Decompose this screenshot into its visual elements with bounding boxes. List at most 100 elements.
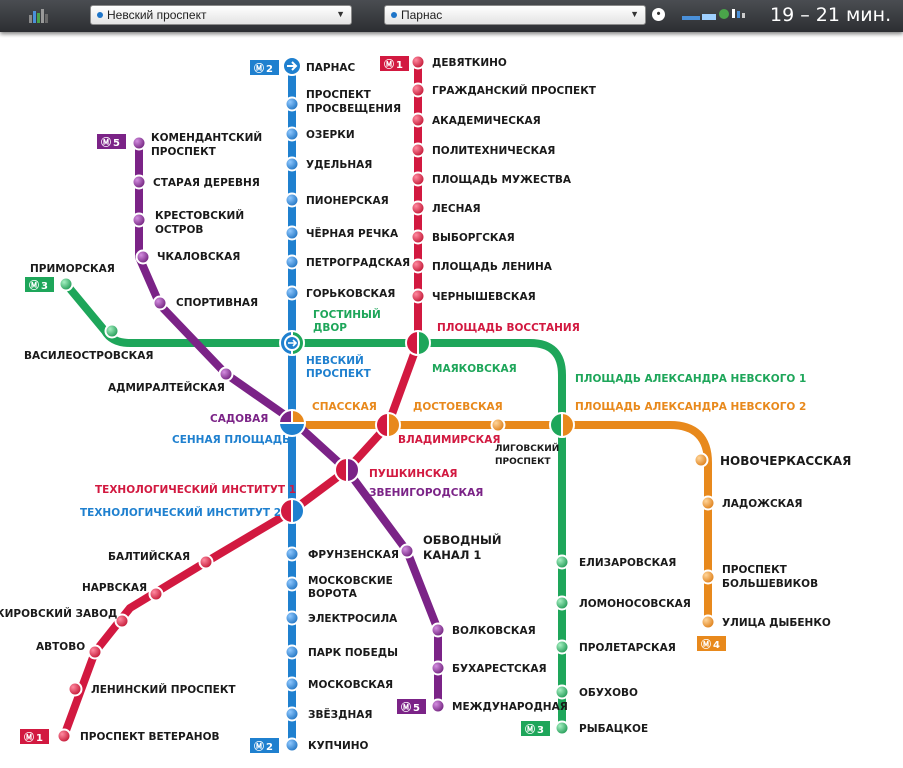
station-dot[interactable] bbox=[554, 720, 570, 736]
station-dot[interactable] bbox=[284, 96, 300, 112]
station-label[interactable]: ТЕХНОЛОГИЧЕСКИЙ ИНСТИТУТ 1 bbox=[95, 483, 296, 496]
station-label[interactable]: ЕЛИЗАРОВСКАЯ bbox=[579, 557, 676, 569]
station-label[interactable]: ПУШКИНСКАЯ bbox=[369, 468, 458, 480]
station-label[interactable]: СТАРАЯ ДЕРЕВНЯ bbox=[153, 177, 260, 189]
station-dot[interactable] bbox=[410, 171, 426, 187]
station-label[interactable]: СПАССКАЯ bbox=[312, 401, 377, 413]
station-label[interactable]: ПАРНАС bbox=[306, 62, 356, 74]
station-dot[interactable] bbox=[284, 706, 300, 722]
station-label[interactable]: ГОРЬКОВСКАЯ bbox=[306, 288, 395, 300]
station-label[interactable]: ГОСТИНЫЙ bbox=[313, 308, 381, 321]
station-label[interactable]: ЧЕРНЫШЕВСКАЯ bbox=[432, 291, 536, 303]
hub-vladimirskaya-dostoevskaya[interactable] bbox=[375, 411, 401, 439]
station-dot[interactable] bbox=[430, 660, 446, 676]
station-label[interactable]: ЭЛЕКТРОСИЛА bbox=[308, 613, 398, 625]
station-label[interactable]: ОСТРОВ bbox=[155, 224, 203, 236]
station-label[interactable]: МАЯКОВСКАЯ bbox=[432, 363, 517, 375]
station-label[interactable]: КУПЧИНО bbox=[308, 740, 369, 752]
station-dot[interactable] bbox=[410, 54, 426, 70]
station-label[interactable]: ОБУХОВО bbox=[579, 687, 638, 699]
station-label[interactable]: АКАДЕМИЧЕСКАЯ bbox=[432, 115, 541, 127]
station-label[interactable]: ЛЕСНАЯ bbox=[432, 203, 481, 215]
station-label[interactable]: ПЛОЩАДЬ АЛЕКСАНДРА НЕВСКОГО 1 bbox=[575, 373, 806, 385]
station-dot[interactable] bbox=[554, 639, 570, 655]
station-dot[interactable] bbox=[148, 586, 164, 602]
station-label[interactable]: ПРОЛЕТАРСКАЯ bbox=[579, 642, 676, 654]
station-dot[interactable] bbox=[131, 135, 147, 151]
station-dot[interactable] bbox=[56, 728, 72, 744]
station-label[interactable]: ДЕВЯТКИНО bbox=[432, 57, 507, 69]
station-label[interactable]: ЛИГОВСКИЙ bbox=[495, 442, 559, 454]
station-dot[interactable] bbox=[410, 82, 426, 98]
station-label[interactable]: ПРИМОРСКАЯ bbox=[30, 263, 115, 275]
station-label[interactable]: УЛИЦА ДЫБЕНКО bbox=[722, 617, 831, 629]
station-dot[interactable] bbox=[284, 126, 300, 142]
station-label[interactable]: СПОРТИВНАЯ bbox=[176, 297, 258, 309]
hub-pushkinskaya-zvenigorodskaya[interactable] bbox=[334, 456, 360, 484]
station-label[interactable]: ПЕТРОГРАДСКАЯ bbox=[306, 257, 410, 269]
station-label[interactable]: ОЗЕРКИ bbox=[306, 129, 355, 141]
station-label[interactable]: АВТОВО bbox=[36, 641, 85, 653]
station-dot[interactable] bbox=[131, 212, 147, 228]
station-dot[interactable] bbox=[554, 684, 570, 700]
station-dot[interactable] bbox=[284, 254, 300, 270]
station-label[interactable]: ПЛОЩАДЬ ВОССТАНИЯ bbox=[437, 322, 580, 334]
station-label[interactable]: ЗВЁЗДНАЯ bbox=[308, 707, 372, 721]
hub-gostiny-nevsky[interactable] bbox=[279, 329, 305, 357]
hub-aleksandra-nevskogo[interactable] bbox=[549, 411, 575, 439]
station-dot[interactable] bbox=[700, 569, 716, 585]
from-station-select[interactable]: Невский проспект ▼ bbox=[90, 5, 352, 25]
station-dot[interactable] bbox=[430, 698, 446, 714]
parnas-start-marker[interactable] bbox=[282, 56, 302, 76]
station-label[interactable]: ПРОСПЕКТ bbox=[306, 368, 372, 380]
station-label[interactable]: НАРВСКАЯ bbox=[82, 582, 147, 594]
station-dot[interactable] bbox=[67, 681, 83, 697]
station-dot[interactable] bbox=[135, 249, 151, 265]
station-label[interactable]: КИРОВСКИЙ ЗАВОД bbox=[0, 607, 117, 620]
station-label[interactable]: МЕЖДУНАРОДНАЯ bbox=[452, 701, 568, 713]
station-label[interactable]: НОВОЧЕРКАССКАЯ bbox=[720, 454, 851, 468]
station-label[interactable]: ЛЕНИНСКИЙ ПРОСПЕКТ bbox=[91, 683, 236, 696]
station-dot[interactable] bbox=[131, 174, 147, 190]
station-label[interactable]: ВОЛКОВСКАЯ bbox=[452, 625, 536, 637]
transport-mode-icon[interactable] bbox=[680, 5, 752, 25]
station-label[interactable]: ПИОНЕРСКАЯ bbox=[306, 195, 389, 207]
station-label[interactable]: КАНАЛ 1 bbox=[423, 548, 481, 562]
station-label[interactable]: КОМЕНДАНТСКИЙ bbox=[151, 131, 262, 144]
station-dot[interactable] bbox=[410, 229, 426, 245]
station-dot[interactable] bbox=[410, 112, 426, 128]
station-dot[interactable] bbox=[693, 452, 709, 468]
station-dot[interactable] bbox=[399, 543, 415, 559]
station-dot[interactable] bbox=[410, 142, 426, 158]
station-label[interactable]: ПРОСПЕКТ ВЕТЕРАНОВ bbox=[80, 731, 220, 743]
station-label[interactable]: ОБВОДНЫЙ bbox=[423, 532, 502, 547]
station-dot[interactable] bbox=[284, 644, 300, 660]
station-label[interactable]: ВАСИЛЕОСТРОВСКАЯ bbox=[24, 350, 153, 362]
station-label[interactable]: ПРОСПЕКТ bbox=[306, 89, 372, 101]
station-label[interactable]: РЫБАЦКОЕ bbox=[579, 723, 648, 735]
station-dot[interactable] bbox=[700, 495, 716, 511]
station-dot[interactable] bbox=[218, 366, 234, 382]
station-dot[interactable] bbox=[284, 676, 300, 692]
station-dot[interactable] bbox=[554, 554, 570, 570]
station-label[interactable]: БАЛТИЙСКАЯ bbox=[108, 550, 190, 563]
station-dot[interactable] bbox=[700, 614, 716, 630]
station-dot[interactable] bbox=[152, 295, 168, 311]
station-dot[interactable] bbox=[284, 156, 300, 172]
hub-sadovaya-sennaya-spasskaya[interactable] bbox=[277, 408, 307, 437]
station-dot[interactable] bbox=[410, 258, 426, 274]
station-label[interactable]: ЛОМОНОСОВСКАЯ bbox=[579, 598, 691, 610]
station-label[interactable]: БУХАРЕСТСКАЯ bbox=[452, 663, 547, 675]
station-label[interactable]: ВЫБОРГСКАЯ bbox=[432, 232, 515, 244]
station-label[interactable]: СЕННАЯ ПЛОЩАДЬ bbox=[172, 434, 290, 446]
station-dot[interactable] bbox=[114, 613, 130, 629]
metro-app-icon[interactable] bbox=[28, 6, 50, 24]
station-label[interactable]: ПЛОЩАДЬ ЛЕНИНА bbox=[432, 261, 553, 273]
station-label[interactable]: МОСКОВСКАЯ bbox=[308, 679, 393, 691]
station-label[interactable]: ТЕХНОЛОГИЧЕСКИЙ ИНСТИТУТ 2 bbox=[80, 506, 281, 519]
station-dot[interactable] bbox=[554, 595, 570, 611]
station-label[interactable]: ДВОР bbox=[313, 322, 347, 334]
station-label[interactable]: АДМИРАЛТЕЙСКАЯ bbox=[108, 381, 225, 394]
station-dot[interactable] bbox=[284, 737, 300, 753]
station-dot[interactable] bbox=[284, 610, 300, 626]
